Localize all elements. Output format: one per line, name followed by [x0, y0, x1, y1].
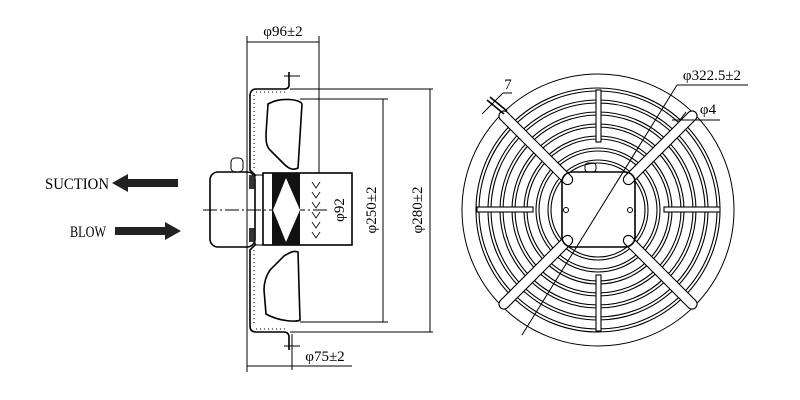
motor-box: [561, 171, 636, 248]
front-view: φ322.5±2 φ4 7: [461, 68, 748, 347]
motor-diameter-label: φ92: [332, 198, 348, 222]
suction-arrow-icon: [112, 174, 178, 192]
guard-spokes: [476, 89, 721, 332]
motor-hub: [262, 172, 353, 246]
blow-arrow-icon: [115, 222, 181, 240]
blow-label: BLOW: [70, 224, 107, 241]
shroud-depth-label: φ75±2: [305, 349, 344, 365]
shroud: [249, 72, 290, 350]
leader-322: [521, 84, 678, 336]
hole-count-label: 7: [504, 77, 512, 93]
blade-diameter-label: φ250±2: [364, 187, 380, 234]
suction-label: SUCTION: [45, 176, 109, 193]
hole-diameter-label: φ4: [700, 102, 717, 118]
mount-depth-label: φ96±2: [263, 24, 302, 40]
lower-blade: [263, 250, 301, 322]
guard-diameter-label: φ322.5±2: [683, 68, 741, 84]
guard-outer-circle: [461, 73, 735, 347]
upper-blade: [265, 98, 303, 170]
motor-housing: [209, 157, 264, 248]
shroud-diameter-label: φ280±2: [410, 187, 426, 234]
side-view: SUCTION BLOW φ92: [45, 24, 433, 372]
